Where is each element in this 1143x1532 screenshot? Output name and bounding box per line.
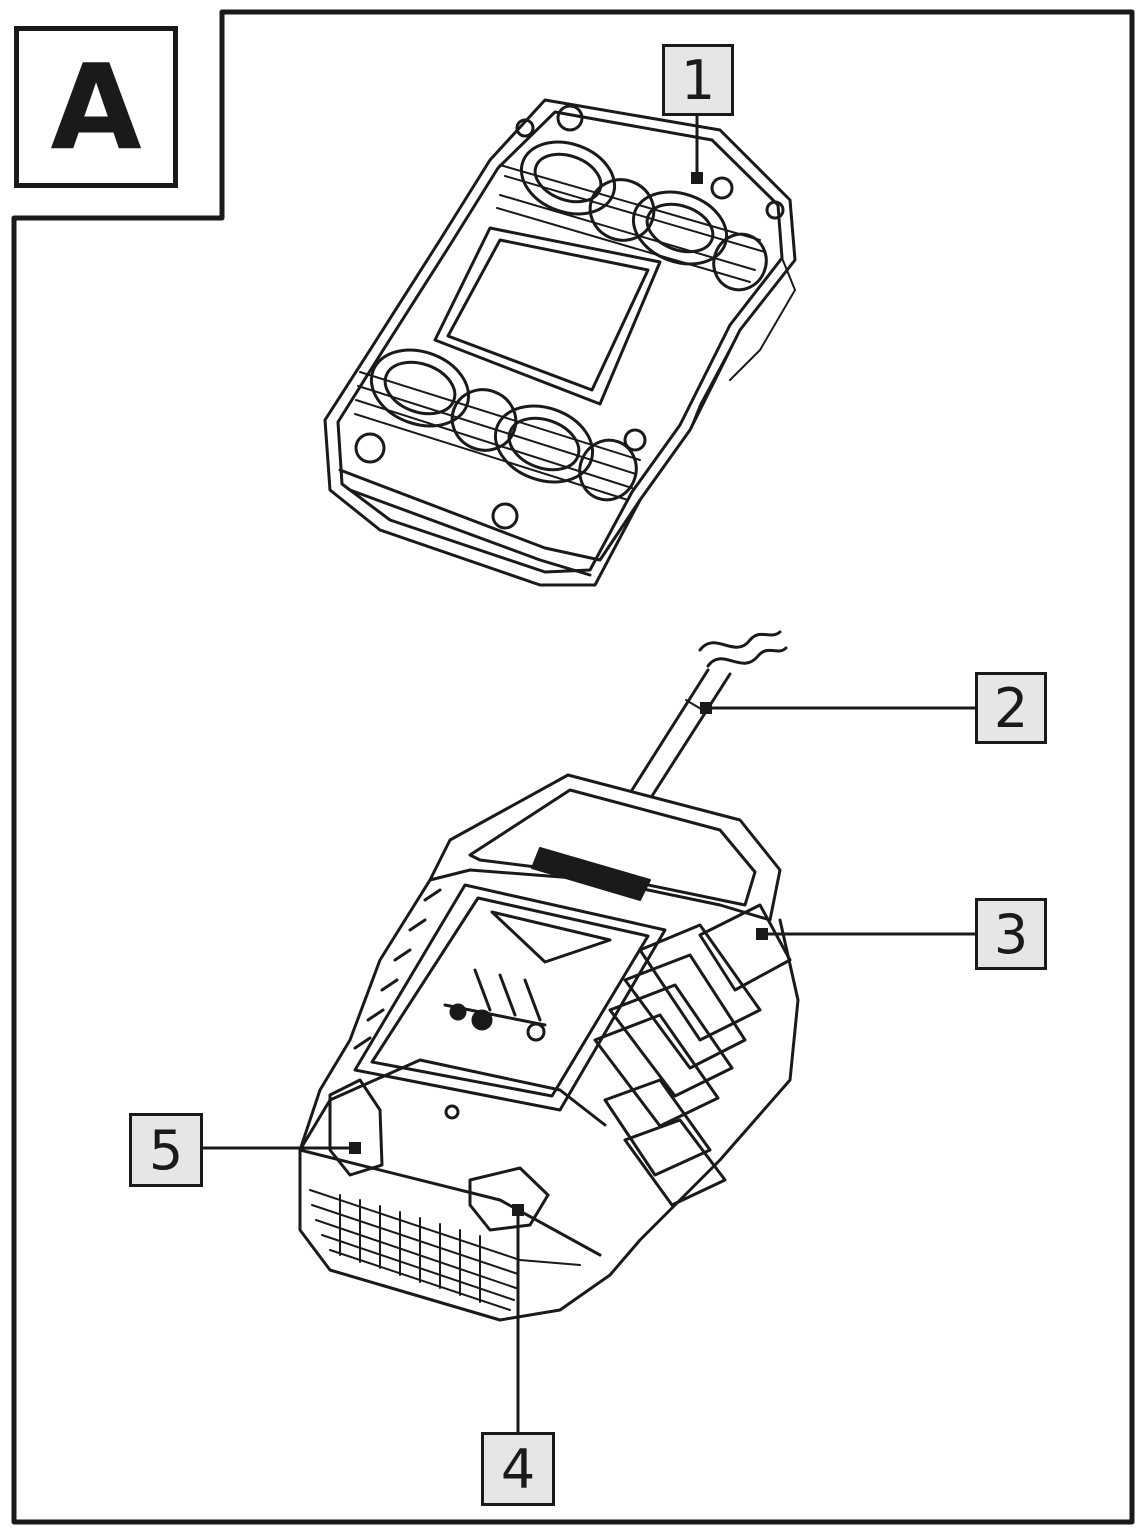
callout-2-label: 2 — [993, 676, 1029, 740]
figure-letter-box: A — [14, 26, 178, 188]
callout-3-label: 3 — [993, 902, 1029, 966]
callout-5-label: 5 — [148, 1118, 184, 1182]
callout-2-box: 2 — [975, 672, 1047, 744]
callout-4-box: 4 — [481, 1432, 555, 1506]
callout-5-box: 5 — [129, 1113, 203, 1187]
callout-1-label: 1 — [680, 48, 716, 112]
figure-frame — [11, 9, 1135, 1525]
leader-dots — [349, 172, 768, 1216]
charger-unit-icon — [298, 630, 800, 1322]
battery-pack-icon — [323, 98, 797, 587]
callout-3-box: 3 — [975, 898, 1047, 970]
callout-4-label: 4 — [500, 1437, 536, 1501]
callout-1-box: 1 — [662, 44, 734, 116]
figure-letter: A — [50, 38, 142, 176]
leader-lines — [201, 113, 977, 1437]
